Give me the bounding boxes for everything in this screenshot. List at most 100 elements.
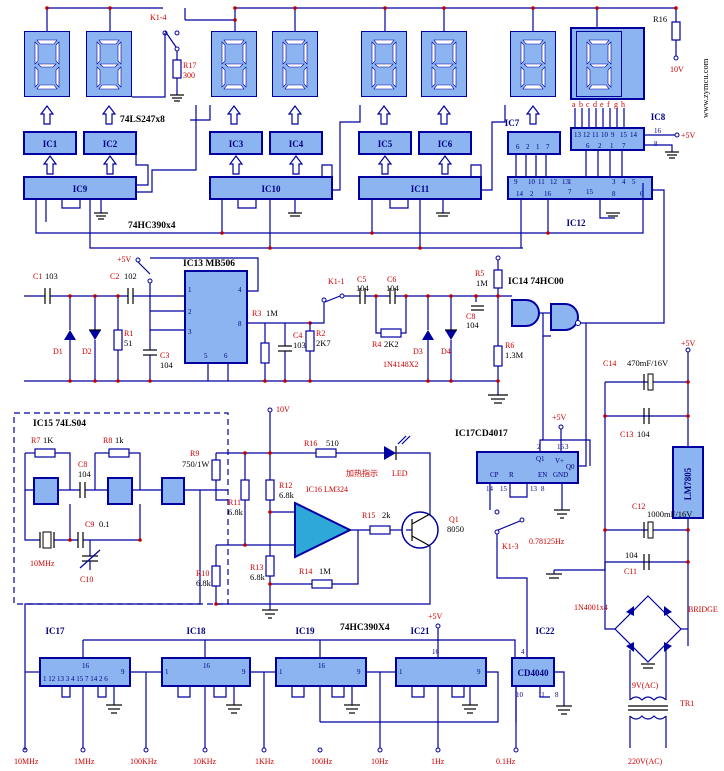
svg-text:74HC390X4: 74HC390X4 [340,623,390,633]
svg-text:IC19: IC19 [295,626,315,636]
svg-text:9: 9 [121,668,125,676]
svg-text:6.8k: 6.8k [250,572,266,582]
svg-text:2K7: 2K7 [316,338,331,348]
svg-text:10V: 10V [276,405,290,414]
svg-text:103: 103 [45,271,58,281]
svg-text:1: 1 [610,142,614,150]
svg-text:IC16 LM324: IC16 LM324 [306,485,348,494]
divider-outputs: 10MHz 1MHz 100KHz 10KHz 1KHz 100Hz 10Hz … [14,747,519,766]
svg-text:3: 3 [565,443,569,451]
svg-text:0.1: 0.1 [99,519,110,529]
svg-text:1N4148X2: 1N4148X2 [383,360,419,369]
seg-h: h [621,100,625,109]
svg-text:TR1: TR1 [680,699,694,708]
svg-text:1: 1 [536,143,540,151]
svg-text:8: 8 [541,485,545,493]
website-label: www.zymcu.com [700,58,710,118]
svg-text:104: 104 [466,320,480,330]
ic12-label: IC12 [566,218,586,228]
svg-text:13: 13 [574,131,582,139]
ic17-cd4017: IC17CD4017 +5V 2 3 16 CP R Q1 EN GND V+ … [455,323,587,660]
svg-text:1N4001x4: 1N4001x4 [574,603,608,612]
r16-top: R16 10V www.zymcu.com [653,14,710,118]
svg-text:Q1: Q1 [536,455,545,463]
svg-text:4: 4 [238,286,242,294]
out-1khz: 1KHz [255,757,275,766]
svg-text:R14: R14 [299,567,312,576]
svg-text:加热指示: 加热指示 [346,468,378,478]
svg-text:16: 16 [557,443,565,451]
svg-text:D3: D3 [413,347,423,356]
ic5-label: IC5 [378,139,393,149]
svg-text:16: 16 [318,662,326,670]
decoder-chips: IC1 IC2 IC3 IC4 IC5 IC6 IC7 6 2 1 7 IC8 … [23,112,696,159]
svg-text:8050: 8050 [447,524,464,534]
svg-text:104: 104 [637,429,651,439]
svg-text:104: 104 [386,283,400,293]
svg-text:+5V: +5V [428,612,443,621]
svg-text:2: 2 [188,308,192,316]
svg-text:R3: R3 [252,309,261,318]
svg-text:7: 7 [622,142,626,150]
svg-text:C12: C12 [632,502,645,511]
seven-segment-digit-7 [510,31,556,97]
divider-chain: 74HC390X4 +5V IC17 16 1 12 13 3 4 15 7 1… [25,612,572,748]
out-0p1hz: 0.1Hz [496,757,516,766]
svg-text:R1: R1 [124,329,133,338]
svg-text:10: 10 [516,691,524,699]
svg-text:7: 7 [546,143,550,151]
svg-text:R16: R16 [304,439,317,448]
seven-segment-digit-2 [86,31,132,97]
svg-text:CP: CP [490,471,499,479]
ic4-label: IC4 [289,139,304,149]
decoder-family-label: 74LS247x8 [120,115,165,125]
svg-text:6: 6 [224,352,228,360]
svg-text:1M: 1M [319,566,331,576]
svg-text:1.3M: 1.3M [505,350,524,360]
svg-text:R7: R7 [31,436,40,445]
svg-text:Q0: Q0 [566,463,575,471]
r17-label: R17 [183,61,196,70]
svg-text:C9: C9 [85,520,94,529]
counter-bus-wiring [35,105,665,324]
svg-text:12: 12 [550,178,558,186]
svg-text:510: 510 [326,438,339,448]
svg-text:D1: D1 [53,347,63,356]
svg-text:C13: C13 [620,430,633,439]
svg-text:13: 13 [562,178,570,186]
display-arrows [40,105,625,128]
svg-text:14: 14 [516,190,524,198]
svg-text:11: 11 [592,131,599,139]
svg-text:16: 16 [654,127,662,135]
svg-text:R13: R13 [250,563,263,572]
svg-text:1: 1 [399,668,403,676]
top-wiring [45,6,678,31]
svg-text:7: 7 [568,188,572,196]
svg-text:+5V: +5V [552,413,567,422]
svg-text:12: 12 [583,131,591,139]
svg-text:R4: R4 [372,340,381,349]
ic6-label: IC6 [438,139,453,149]
ic12-pins: 9 10 11 12 13 7 15 3 4 5 14 2 16 1 8 6 [514,178,644,198]
svg-text:3: 3 [612,178,616,186]
svg-text:C11: C11 [624,567,637,576]
svg-text:11: 11 [538,691,545,699]
svg-text:C6: C6 [387,275,396,284]
svg-text:16: 16 [544,190,552,198]
oscillator-ic15: IC15 74LS04 R7 1K R8 1k C8 104 10MHz C9 [13,412,229,750]
svg-text:1K: 1K [43,435,54,445]
svg-text:0.78125Hz: 0.78125Hz [529,537,565,546]
svg-text:C10: C10 [80,575,93,584]
svg-text:1 12 13 3 4 15 7 14 2 6: 1 12 13 3 4 15 7 14 2 6 [43,675,108,683]
k1-1-label: K1-1 [328,277,344,286]
svg-text:5: 5 [204,352,208,360]
seg-f: f [607,100,610,109]
seven-segment-digit-4 [272,31,318,97]
svg-text:R8: R8 [103,436,112,445]
ic11-label: IC11 [411,184,430,194]
svg-text:1: 1 [568,178,572,186]
svg-text:R10: R10 [196,569,209,578]
ic13-label: IC13 MB506 [183,259,235,269]
seg-e: e [600,100,604,109]
